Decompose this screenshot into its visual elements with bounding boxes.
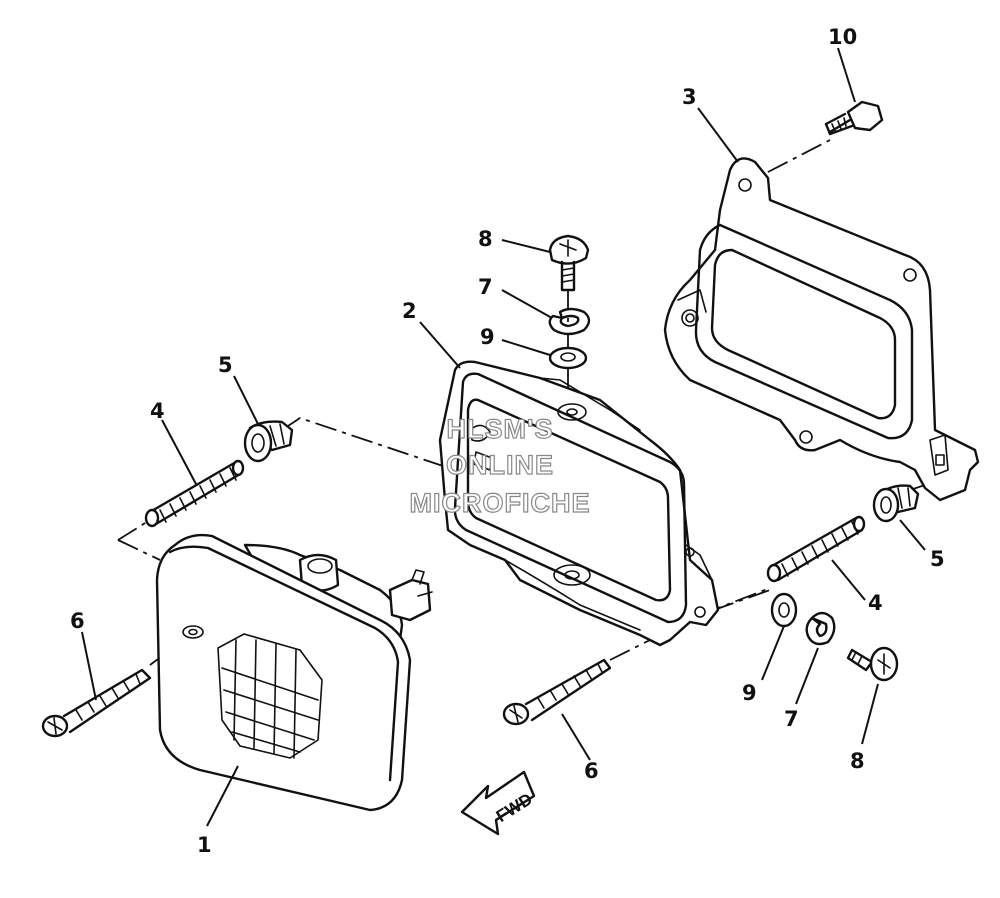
callout-labels: 10 3 2 8 7 9 5 4 6 1 5 4 9 7 8 6 — [70, 25, 945, 857]
grommet-part-5-left — [243, 420, 294, 463]
leader-lines — [81, 47, 926, 827]
callout-4-left: 4 — [150, 399, 165, 423]
clip-part-7-right — [805, 611, 836, 646]
watermark-line-1: HLSM'S — [447, 414, 554, 444]
screw-part-8-right — [846, 646, 899, 682]
callout-5-right: 5 — [930, 547, 945, 571]
callout-8-top: 8 — [478, 227, 493, 251]
grommet-part-5-right — [872, 484, 920, 523]
screw-part-6-right — [502, 658, 612, 726]
callout-6-right: 6 — [584, 759, 599, 783]
callout-9-right: 9 — [742, 681, 757, 705]
clip-part-7-top — [548, 307, 591, 336]
headlight-part-1 — [155, 533, 433, 812]
watermark-line-3: MICROFICHE — [410, 488, 591, 518]
callout-5-left: 5 — [218, 353, 233, 377]
callout-8-right: 8 — [850, 749, 865, 773]
watermark: HLSM'S ONLINE MICROFICHE — [409, 413, 591, 518]
fwd-arrow: FWD — [460, 770, 536, 836]
frame-part-2 — [438, 360, 720, 647]
spring-part-4-left — [144, 459, 245, 528]
callout-6-left: 6 — [70, 609, 85, 633]
callout-4-right: 4 — [868, 591, 883, 615]
callout-3: 3 — [682, 85, 697, 109]
bolt-part-10 — [824, 100, 884, 136]
screw-part-6-left — [41, 668, 152, 738]
callout-9-top: 9 — [480, 325, 495, 349]
washer-part-9-top — [548, 346, 588, 370]
callout-7-right: 7 — [784, 707, 799, 731]
watermark-line-2: ONLINE — [446, 450, 554, 480]
callout-7-top: 7 — [478, 275, 493, 299]
callout-10: 10 — [828, 25, 857, 49]
washer-part-9-right — [770, 592, 798, 628]
bracket-part-3 — [663, 157, 980, 502]
screw-part-8-top — [548, 234, 590, 292]
spring-part-4-right — [766, 515, 866, 583]
callout-1: 1 — [197, 833, 212, 857]
callout-2: 2 — [402, 299, 417, 323]
